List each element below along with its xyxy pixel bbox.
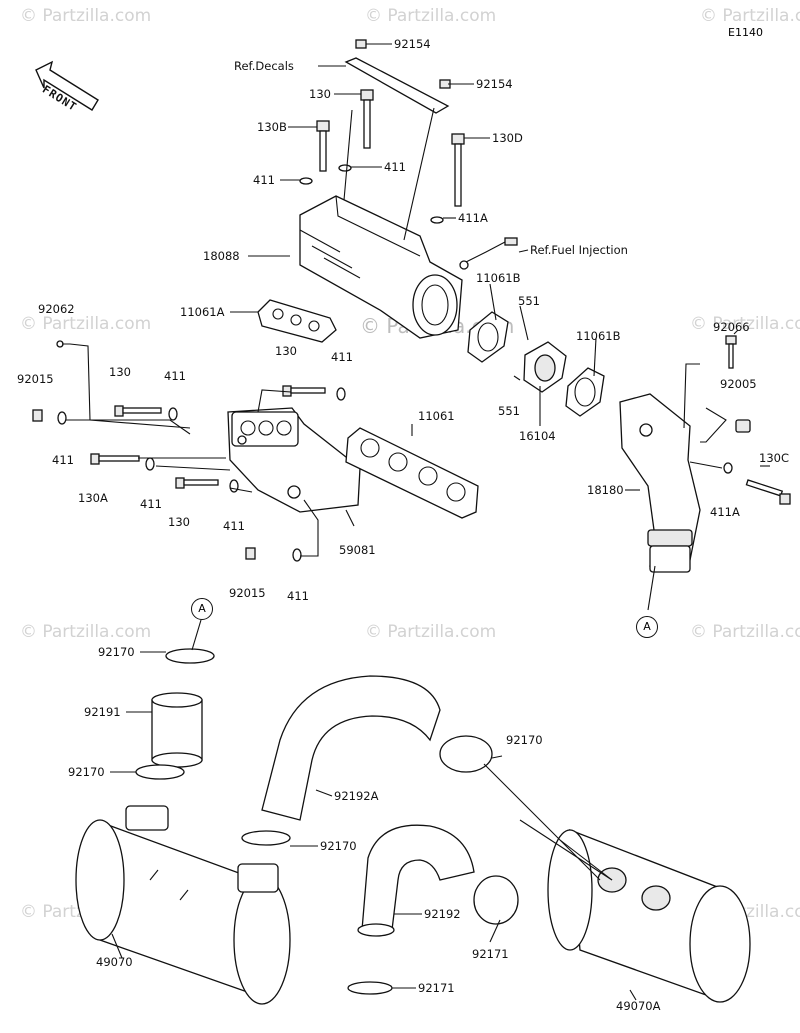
watermark: © Partzilla.com: [690, 622, 800, 642]
part-label-92062[interactable]: 92062: [38, 302, 75, 316]
bolt-130b: [316, 120, 330, 172]
hose-92192: [361, 824, 475, 931]
muffler-49070: [75, 805, 291, 1005]
ref-decals-label[interactable]: Ref.Decals: [234, 59, 294, 73]
part-label-92015[interactable]: 92015: [17, 372, 54, 386]
part-label-130[interactable]: 130: [109, 365, 131, 379]
part-label-11061b[interactable]: 11061B: [476, 271, 521, 285]
watermark: © Partzilla.com: [20, 622, 152, 642]
muffler-49070a: [547, 829, 751, 1003]
bolt-92066: [725, 335, 737, 369]
leader-lines: [62, 43, 770, 1001]
part-label-411a[interactable]: 411A: [710, 505, 740, 519]
part-label-130[interactable]: 130: [309, 87, 331, 101]
watermark: © Partzilla.com: [365, 622, 497, 642]
part-label-92192a[interactable]: 92192A: [334, 789, 379, 803]
part-label-130d[interactable]: 130D: [492, 131, 523, 145]
decal-strip: [344, 57, 450, 114]
part-label-59081[interactable]: 59081: [339, 543, 376, 557]
watermark: © Partzilla.com: [690, 314, 800, 334]
part-label-18088[interactable]: 18088: [203, 249, 240, 263]
watermark: © Partzilla.com: [20, 6, 152, 26]
exhaust-elbow-18180: [619, 393, 701, 573]
part-label-411[interactable]: 411: [140, 497, 162, 511]
part-label-92005[interactable]: 92005: [720, 377, 757, 391]
watermark: © Partzilla.com: [700, 6, 800, 26]
bolt-130-mid: [282, 385, 326, 397]
part-label-411[interactable]: 411: [253, 173, 275, 187]
part-label-92171[interactable]: 92171: [472, 947, 509, 961]
exhaust-manifold-lower: [227, 407, 361, 513]
part-label-92066[interactable]: 92066: [713, 320, 750, 334]
part-label-411[interactable]: 411: [287, 589, 309, 603]
diagram-code: E1140: [728, 26, 763, 39]
part-label-92015[interactable]: 92015: [229, 586, 266, 600]
callout-a-top: A: [191, 598, 213, 620]
part-label-130a[interactable]: 130A: [78, 491, 108, 505]
bolt-130a: [90, 453, 140, 465]
bolt-92154-top: [355, 39, 367, 49]
part-label-92170[interactable]: 92170: [98, 645, 135, 659]
hose-92192a: [261, 675, 441, 821]
fitting-92005: [735, 419, 751, 433]
part-label-16104[interactable]: 16104: [519, 429, 556, 443]
part-label-11061a[interactable]: 11061A: [180, 305, 225, 319]
part-label-92154[interactable]: 92154: [394, 37, 431, 51]
exhaust-manifold-upper: [299, 195, 463, 339]
ref-fuel-injection-label[interactable]: Ref.Fuel Injection: [530, 243, 628, 257]
bolt-130-left: [114, 405, 162, 417]
part-label-92170[interactable]: 92170: [506, 733, 543, 747]
part-label-92170[interactable]: 92170: [320, 839, 357, 853]
front-arrow-icon: [35, 60, 99, 111]
part-label-92191[interactable]: 92191: [84, 705, 121, 719]
gasket-11061a: [257, 299, 337, 343]
watermark: © Partzilla.com: [20, 314, 152, 334]
watermark: © Partzilla.com: [365, 6, 497, 26]
part-label-551[interactable]: 551: [498, 404, 520, 418]
gasket-11061b-b: [565, 367, 605, 417]
part-label-49070a[interactable]: 49070A: [616, 999, 661, 1013]
part-label-411a[interactable]: 411A: [458, 211, 488, 225]
part-label-92192[interactable]: 92192: [424, 907, 461, 921]
part-label-130b[interactable]: 130B: [257, 120, 287, 134]
part-label-411[interactable]: 411: [52, 453, 74, 467]
part-label-92170[interactable]: 92170: [68, 765, 105, 779]
gasket-11061: [345, 427, 479, 519]
part-label-130[interactable]: 130: [275, 344, 297, 358]
part-label-411[interactable]: 411: [384, 160, 406, 174]
part-16104: [523, 341, 567, 393]
part-label-411[interactable]: 411: [331, 350, 353, 364]
part-label-11061[interactable]: 11061: [418, 409, 455, 423]
part-label-92154[interactable]: 92154: [476, 77, 513, 91]
part-label-49070[interactable]: 49070: [96, 955, 133, 969]
bolt-130-top: [360, 89, 374, 149]
bolt-130d: [451, 133, 465, 207]
bolt-130-low: [175, 477, 219, 489]
part-label-11061b[interactable]: 11061B: [576, 329, 621, 343]
part-label-18180[interactable]: 18180: [587, 483, 624, 497]
part-label-130[interactable]: 130: [168, 515, 190, 529]
bolt-130c: [745, 479, 791, 505]
part-label-130c[interactable]: 130C: [759, 451, 789, 465]
gasket-11061b-a: [467, 311, 509, 363]
part-label-411[interactable]: 411: [164, 369, 186, 383]
part-label-551[interactable]: 551: [518, 294, 540, 308]
callout-a-right: A: [636, 616, 658, 638]
part-label-411[interactable]: 411: [223, 519, 245, 533]
part-label-92171[interactable]: 92171: [418, 981, 455, 995]
